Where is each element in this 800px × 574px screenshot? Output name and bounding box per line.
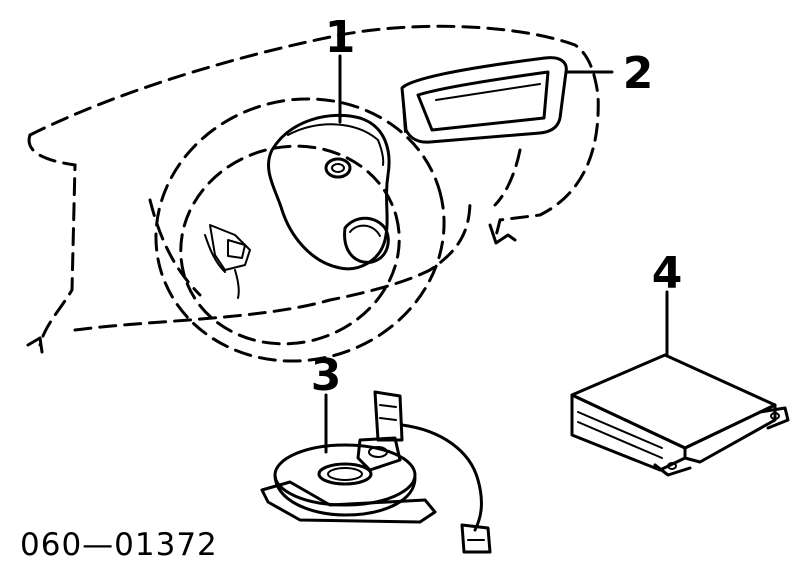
leader-lines [324,54,669,454]
callout-4: 4 [652,248,683,299]
steering-column [204,224,251,299]
callout-3: 3 [311,350,342,401]
diagram-part-number: 060—01372 [20,527,218,563]
airbag-control-module [570,353,790,477]
driver-airbag-module [267,113,391,271]
steering-wheel-outline [148,97,446,363]
callout-2: 2 [623,48,654,99]
callout-1: 1 [325,12,356,63]
passenger-airbag-module [400,56,568,144]
clock-spring [260,390,492,554]
dashboard-outline [26,24,600,354]
